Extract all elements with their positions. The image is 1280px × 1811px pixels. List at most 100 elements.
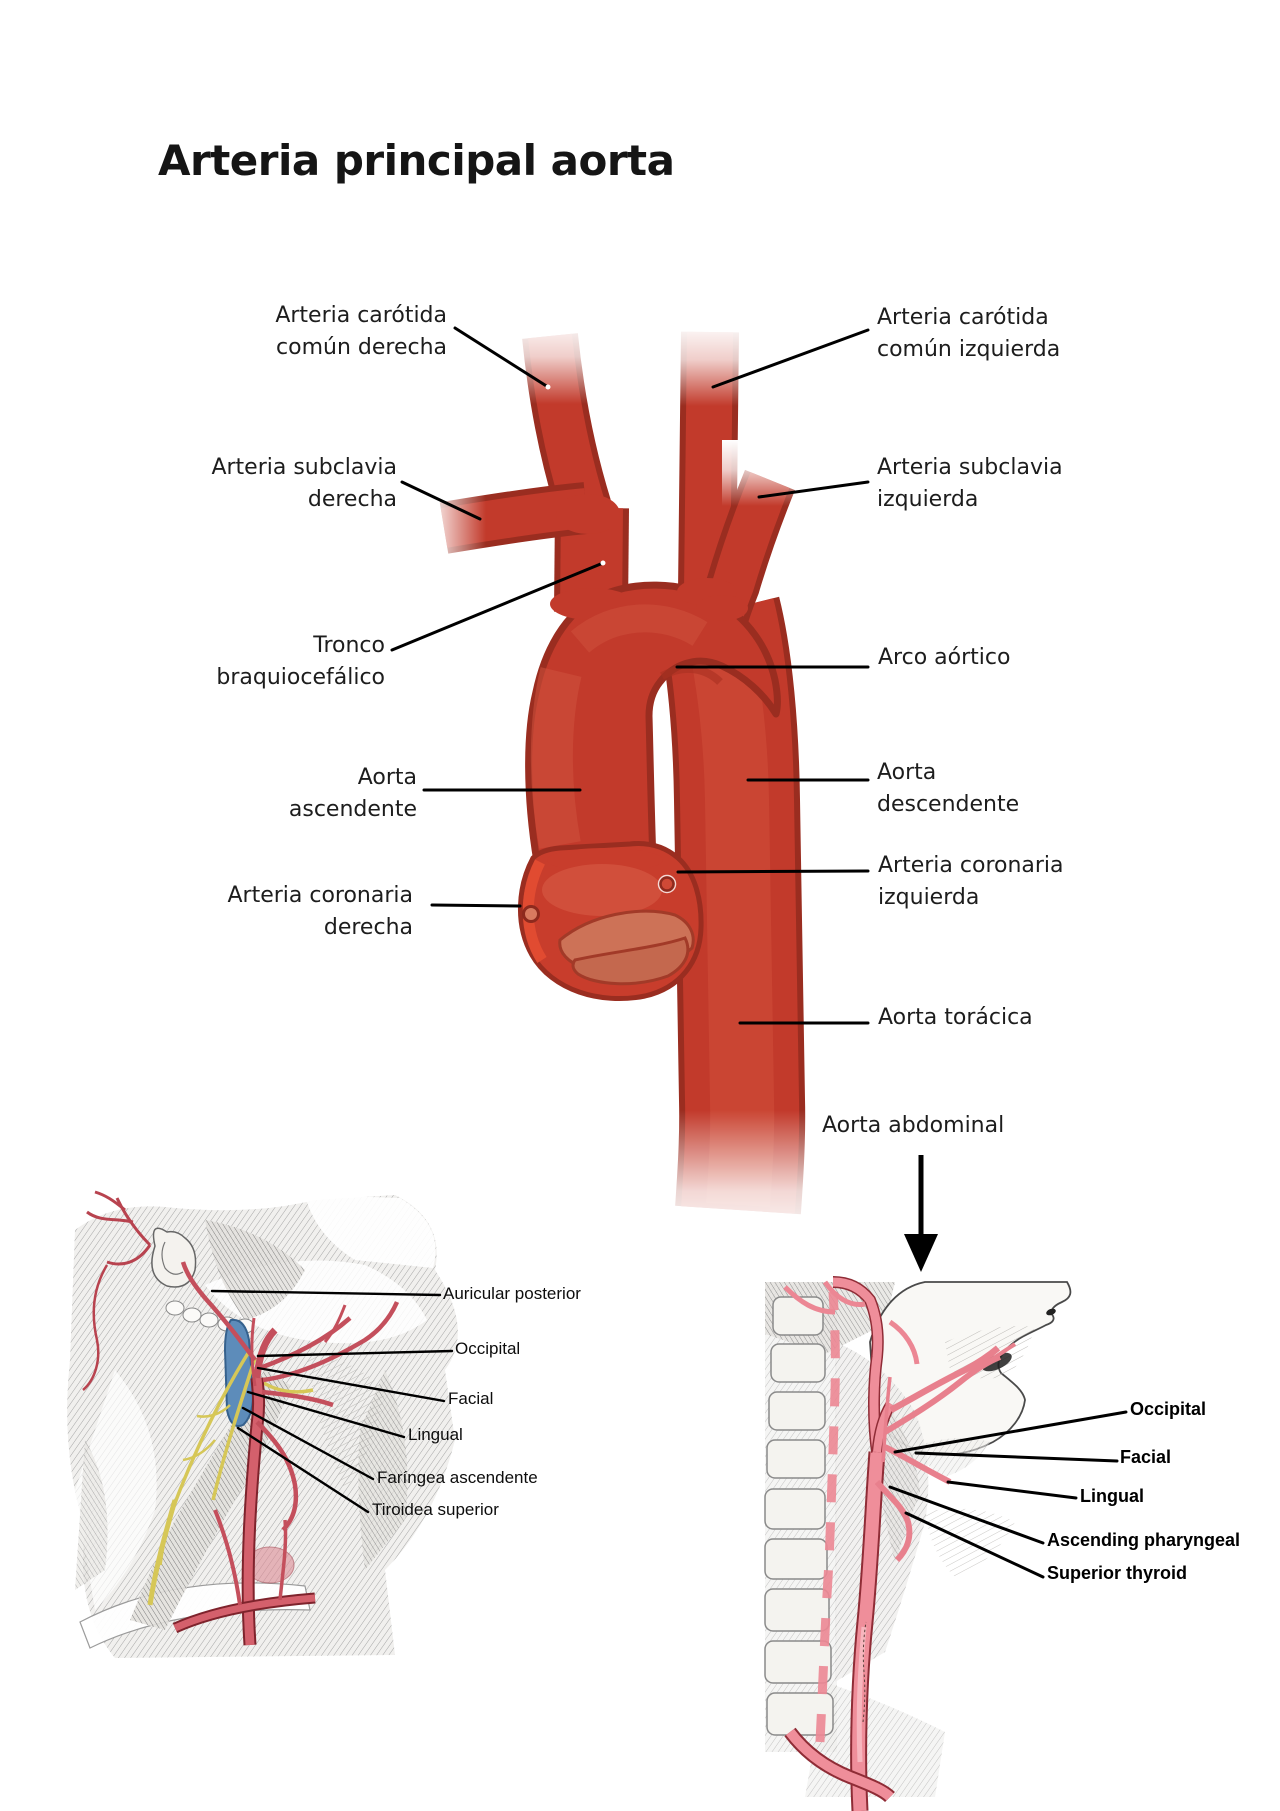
scalp-arteries: [82, 1190, 152, 1391]
vertebral-artery: [815, 1291, 840, 1743]
scalp-twig: [106, 1244, 152, 1266]
lingual-artery: [883, 1444, 952, 1485]
vertebra: [770, 1343, 826, 1383]
arch-highlight: [570, 604, 708, 654]
neck-branch: [278, 1519, 288, 1601]
internal-carotid: [253, 1327, 278, 1379]
leader-lines-left-figure: [210, 1289, 454, 1514]
ear-inner: [161, 1241, 184, 1275]
label-ascending-aorta: Aorta ascendente: [288, 765, 417, 822]
tooth: [199, 1312, 219, 1328]
nerves-yellow: [147, 1349, 314, 1606]
leader-ascending-pharyngeal: [888, 1485, 1045, 1545]
leader-lines-right-figure: [888, 1410, 1128, 1579]
occipital-artery: [259, 1316, 352, 1371]
cheek-artery: [82, 1264, 109, 1391]
label-left-subclavian: Arteria subclavia izquierda: [877, 455, 1063, 512]
leader-tip-dot: [600, 560, 606, 566]
leader-right-subclavian: [400, 480, 482, 521]
aorta-illustration: [406, 318, 825, 1245]
abdominal-arrow: [904, 1155, 938, 1272]
vertebra: [764, 1588, 830, 1632]
label-brachiocephalic-trunk: Tronco braquiocefálico: [216, 633, 385, 690]
vertebra: [766, 1439, 826, 1479]
engraved-caption-marks: [862, 1621, 867, 1723]
leader-right-carotid: [453, 326, 550, 389]
superior-thyroid-artery: [874, 1480, 913, 1563]
nerve-twig: [196, 1404, 231, 1418]
label-occipital-right-figure: Occipital: [1130, 1399, 1207, 1419]
scalp-twig: [94, 1190, 126, 1212]
label-ascending-pharyngeal-right-figure: Ascending pharyngeal: [1047, 1530, 1241, 1550]
arch-inner-shadow: [660, 664, 723, 685]
neck-hatch-1: [835, 1342, 929, 1682]
muscle-patch-1: [205, 1220, 305, 1320]
label-right-subclavian: Arteria subclavia derecha: [211, 455, 397, 512]
label-posterior-auricular: Auricular posterior: [443, 1284, 581, 1303]
label-ascending-pharyngeal-left-figure: Faríngea ascendente: [377, 1468, 538, 1487]
aortic-root: [517, 841, 704, 1002]
vertebra: [764, 1488, 826, 1530]
occipital-twig: [963, 1342, 1017, 1380]
right-coronary-ostium: [522, 905, 540, 923]
vertebra: [764, 1640, 832, 1684]
leader-auricular-posterior: [210, 1289, 442, 1297]
carotid-sheen: [856, 1626, 867, 1763]
branch-junction-patch: [556, 494, 620, 534]
bulb-highlight: [542, 864, 662, 916]
leader-lingual-left: [246, 1390, 406, 1439]
leader-facial-left: [256, 1366, 446, 1403]
internal-carotid: [832, 1277, 883, 1453]
ascending-highlight: [530, 667, 582, 849]
left-coronary-halo: [657, 874, 677, 894]
neck-engraving-left: [67, 1190, 458, 1658]
scalp-twig: [86, 1210, 134, 1224]
vertebra: [768, 1391, 826, 1431]
neck-engraving-right: [764, 1276, 1072, 1811]
label-right-common-carotid: Arteria carótida común derecha: [275, 303, 447, 360]
muscle-patch-2: [75, 1440, 108, 1590]
ear-outline: [151, 1227, 197, 1288]
external-branches: [874, 1342, 1017, 1563]
leader-left-subclavian: [757, 480, 870, 499]
label-abdominal-aorta: Aorta abdominal: [822, 1113, 1005, 1138]
nerve-branch: [211, 1357, 257, 1501]
label-facial-right-figure: Facial: [1120, 1447, 1172, 1467]
arch-joint-patch-3: [696, 595, 748, 621]
leader-lingual-right: [946, 1480, 1078, 1500]
leader-thyroid-left: [236, 1426, 370, 1514]
leader-tip-dot: [545, 384, 551, 390]
left-coronary-ostium: [659, 876, 675, 892]
label-occipital-left-figure: Occipital: [455, 1339, 521, 1358]
label-thoracic-aorta: Aorta torácica: [878, 1005, 1033, 1030]
skull-area: [305, 1195, 436, 1268]
arrow-head: [904, 1234, 938, 1272]
descending-fade: [655, 1110, 825, 1245]
superior-thyroid-artery: [255, 1420, 299, 1532]
subclavian-artery: [786, 1728, 894, 1801]
leader-occipital-left: [256, 1349, 454, 1358]
page-title: Arteria principal aorta: [158, 136, 675, 185]
tooth: [182, 1307, 202, 1323]
label-facial-left-figure: Facial: [448, 1389, 494, 1408]
nostril: [1046, 1308, 1056, 1316]
artery-loop: [822, 1280, 866, 1308]
subclavian-artery: [173, 1594, 316, 1632]
ascending-pharyngeal-artery: [250, 1317, 257, 1387]
artery-loop: [783, 1285, 836, 1315]
leader-brachiocephalic: [390, 561, 605, 652]
left-carotid-fade: [670, 322, 752, 406]
leader-right-coronary: [430, 903, 522, 908]
label-superior-thyroid-right-figure: Superior thyroid: [1047, 1563, 1188, 1583]
leader-left-coronary: [676, 869, 870, 874]
mouth: [982, 1352, 1012, 1372]
right-carotid-fade: [513, 318, 595, 404]
label-left-common-carotid: Arteria carótida común izquierda: [877, 305, 1061, 362]
tooth: [165, 1300, 185, 1316]
posterior-auricular-artery: [180, 1261, 257, 1362]
jaw-shading: [915, 1438, 990, 1477]
leader-lines-main: [390, 326, 870, 1025]
label-lingual-left-figure: Lingual: [408, 1425, 463, 1444]
